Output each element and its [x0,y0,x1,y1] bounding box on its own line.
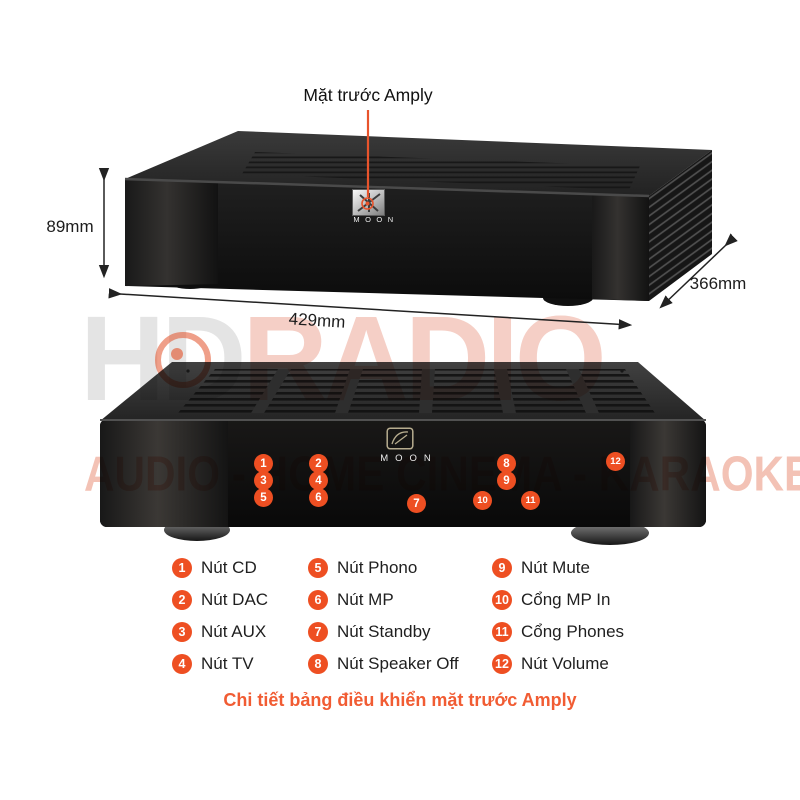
bottom-amp-left-pillar [99,419,228,527]
top-amp-right-pillar [592,194,649,301]
legend-label-2: Nút DAC [201,589,269,609]
legend-item: 8 Nút Speaker Off [308,653,459,674]
callout-4: 4 [309,471,328,490]
top-brand-text: MOON [353,215,399,224]
vent-separator [419,369,435,413]
width-arrow [108,288,633,330]
legend-label-5: Nút Phono [337,557,418,577]
screw [186,369,190,373]
legend-label-1: Nút CD [201,557,257,577]
callout-3: 3 [254,471,273,490]
callout-2: 2 [309,454,328,473]
legend-item: 11 Cổng Phones [492,621,624,642]
screw [620,369,624,373]
bottom-amp-vents [178,369,655,413]
legend-item: 2 Nút DAC [172,589,268,610]
legend-item: 12 Nút Volume [492,653,624,674]
legend-label-6: Nút MP [337,589,394,609]
legend-num-4: 4 [172,653,192,674]
legend-num-10: 10 [492,589,512,610]
legend-item: 7 Nút Standby [308,621,459,642]
vent-separator [251,369,291,413]
legend-item: 3 Nút AUX [172,621,268,642]
legend-column-1: 1 Nút CD 2 Nút DAC 3 Nút AUX 4 Nút TV [172,557,268,674]
legend-item: 1 Nút CD [172,557,268,578]
legend-item: 4 Nút TV [172,653,268,674]
legend-label-7: Nút Standby [337,621,431,641]
depth-dimension-label: 366mm [689,274,747,293]
legend-num-9: 9 [492,557,512,578]
front-panel-pointer-label: Mặt trước Amply [303,85,433,105]
bottom-amp-right-pillar [630,419,707,527]
legend-num-11: 11 [492,621,512,642]
callout-1: 1 [254,454,273,473]
pointer-ring [361,197,374,210]
bottom-amp-front-face [100,419,706,527]
legend-label-10: Cổng MP In [521,589,611,609]
legend-label-12: Nút Volume [521,653,609,673]
legend-column-2: 5 Nút Phono 6 Nút MP 7 Nút Standby 8 Nút… [308,557,459,674]
top-amp-body [124,131,712,306]
depth-arrow [659,233,738,309]
callout-11: 11 [521,491,540,510]
legend-num-12: 12 [492,653,512,674]
vent-separator [335,369,363,413]
pointer-dot [365,201,370,206]
top-amp-top-edge [124,177,650,198]
bottom-amp-body [99,362,707,545]
callout-12: 12 [606,452,625,471]
legend-num-7: 7 [308,621,328,642]
legend-label-4: Nút TV [201,653,254,673]
caption-text: Chi tiết bảng điều khiển mặt trước Amply [223,690,577,710]
legend-item: 5 Nút Phono [308,557,459,578]
legend-label-8: Nút Speaker Off [337,653,459,673]
legend-item: 6 Nút MP [308,589,459,610]
legend-item: 9 Nút Mute [492,557,624,578]
callout-10: 10 [473,491,492,510]
legend-num-8: 8 [308,653,328,674]
callout-7: 7 [407,494,426,513]
callout-6: 6 [309,488,328,507]
vent-separator [494,369,516,413]
legend-num-1: 1 [172,557,192,578]
legend-num-3: 3 [172,621,192,642]
legend-item: 10 Cổng MP In [492,589,624,610]
vent-separator [566,369,599,413]
legend-label-3: Nút AUX [201,621,267,641]
callout-8: 8 [497,454,516,473]
legend-num-5: 5 [308,557,328,578]
top-amp-left-pillar [125,179,218,286]
callout-5: 5 [254,488,273,507]
legend-column-3: 9 Nút Mute 10 Cổng MP In 11 Cổng Phones … [492,557,624,674]
legend-num-6: 6 [308,589,328,610]
top-amp-vents [242,152,640,190]
top-amp-front-face [125,179,649,301]
height-dimension-label: 89mm [46,217,94,236]
brand-text: MOON [380,453,438,464]
legend-num-2: 2 [172,589,192,610]
legend-label-9: Nút Mute [521,557,590,577]
legend-label-11: Cổng Phones [521,621,625,641]
callout-9: 9 [497,471,516,490]
moon-emblem [386,427,414,450]
